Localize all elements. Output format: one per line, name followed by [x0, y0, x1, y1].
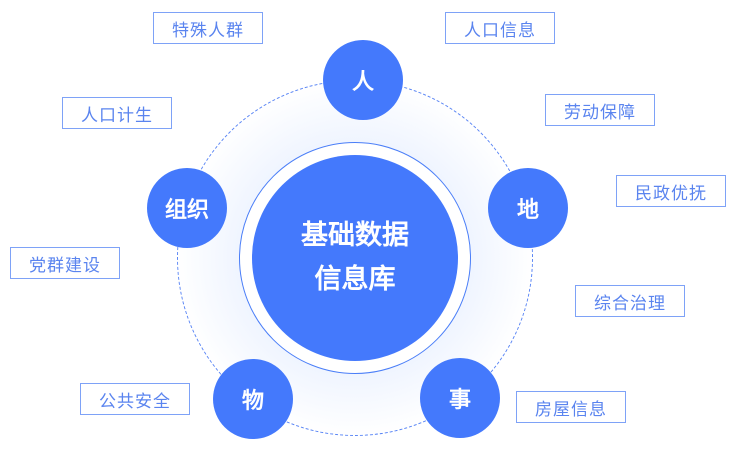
node-organization: 组织: [147, 168, 227, 248]
tag-party-building: 党群建设: [10, 247, 120, 279]
tag-family-planning: 人口计生: [62, 97, 172, 129]
node-place: 地: [488, 168, 568, 248]
tag-special-groups: 特殊人群: [153, 12, 263, 44]
center-circle: 基础数据 信息库: [252, 155, 458, 361]
node-event: 事: [420, 358, 500, 438]
tag-civil-affairs: 民政优抚: [616, 175, 726, 207]
center-title-line2: 信息库: [314, 264, 396, 295]
tag-labor-security: 劳动保障: [545, 94, 655, 126]
tag-comprehensive-governance: 综合治理: [575, 285, 685, 317]
center-title-line1: 基础数据: [301, 220, 409, 251]
node-object: 物: [213, 359, 293, 439]
tag-population-info: 人口信息: [445, 12, 555, 44]
tag-housing-info: 房屋信息: [516, 391, 626, 423]
node-person: 人: [323, 40, 403, 120]
tag-public-safety: 公共安全: [80, 383, 190, 415]
